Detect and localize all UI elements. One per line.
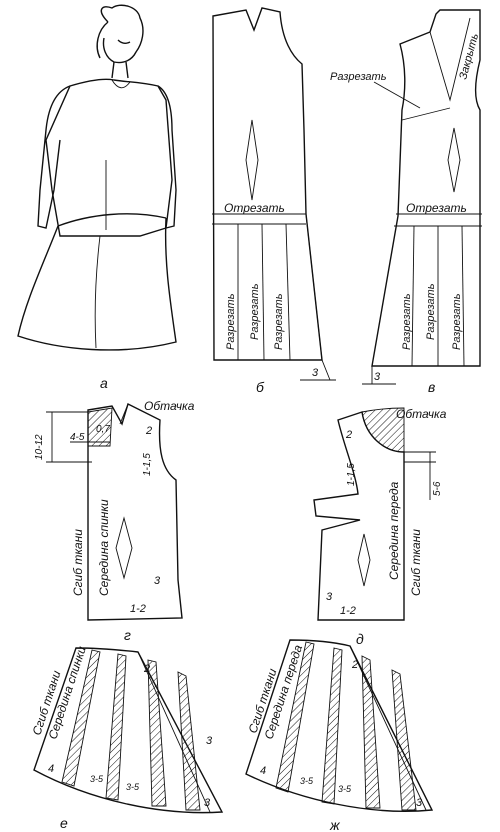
back-skirt-e [33, 647, 224, 814]
figure-label-g: г [124, 627, 131, 643]
center-front-label: Середина переда [387, 481, 401, 580]
back-pattern-b [212, 7, 336, 381]
measure-5-6: 5-6 [432, 481, 443, 496]
cut-label-b2: Разрезать [249, 283, 261, 340]
cut-off-label-v: Отрезать [406, 201, 467, 215]
measure-3-b: 3 [312, 367, 319, 379]
measure-2-d: 2 [345, 429, 352, 441]
figure-label-b: б [256, 379, 265, 395]
cut-label-v2: Разрезать [425, 283, 437, 340]
measure-3-5-zh1: 3-5 [300, 776, 314, 786]
figure-label-d: д [356, 631, 364, 647]
measure-3-5-zh2: 3-5 [338, 784, 352, 794]
fold-label-d: Сгиб ткани [409, 529, 423, 596]
figure-label-zh: ж [329, 817, 341, 832]
measure-3-5-e1: 3-5 [90, 774, 104, 784]
measure-4-e1: 4 [48, 763, 54, 775]
measure-10-12: 10-12 [34, 434, 45, 460]
fold-label-g: Сгиб ткани [71, 529, 85, 596]
measure-2-zh: 2 [351, 659, 358, 671]
dress-figure [17, 4, 177, 351]
measure-3-g: 3 [154, 575, 161, 587]
cut-label-v1: Разрезать [401, 293, 413, 350]
cut-label-v-top: Разрезать [330, 71, 387, 83]
front-pattern-v [362, 9, 482, 385]
measure-3-e2: 3 [204, 797, 211, 809]
measure-1-2-g: 1-2 [130, 603, 146, 615]
measure-3-5-e2: 3-5 [126, 782, 140, 792]
facing-label-d: Обтачка [396, 407, 447, 421]
measure-3-v: 3 [374, 371, 381, 383]
cut-pointer [373, 81, 421, 109]
front-bodice-d [313, 407, 436, 621]
facing-label-g: Обтачка [144, 399, 195, 413]
measure-3-d: 3 [326, 591, 333, 603]
measure-2-e: 2 [143, 663, 150, 675]
measure-4-zh1: 4 [260, 765, 266, 777]
center-back-label: Середина спинки [97, 499, 111, 596]
measure-1-1-5-g: 1-1,5 [142, 453, 153, 476]
cut-label-b3: Разрезать [273, 293, 285, 350]
figure-label-a: а [100, 375, 108, 391]
measure-3-e: 3 [206, 735, 213, 747]
figure-label-e: е [60, 815, 68, 831]
measure-2-g: 2 [145, 425, 152, 437]
measure-4-5: 4-5 [70, 432, 85, 443]
measure-3-zh: 3 [416, 797, 423, 809]
back-bodice-g [46, 403, 183, 621]
cut-label-b1: Разрезать [225, 293, 237, 350]
cut-off-label-b: Отрезать [224, 201, 285, 215]
measure-0-7: 0,7 [96, 424, 110, 435]
figure-label-v: в [428, 379, 435, 395]
cut-label-v3: Разрезать [451, 293, 463, 350]
measure-1-2-d: 1-2 [340, 605, 356, 617]
front-skirt-zh [245, 639, 434, 812]
measure-1-1-5-d: 1-1,5 [346, 463, 357, 486]
